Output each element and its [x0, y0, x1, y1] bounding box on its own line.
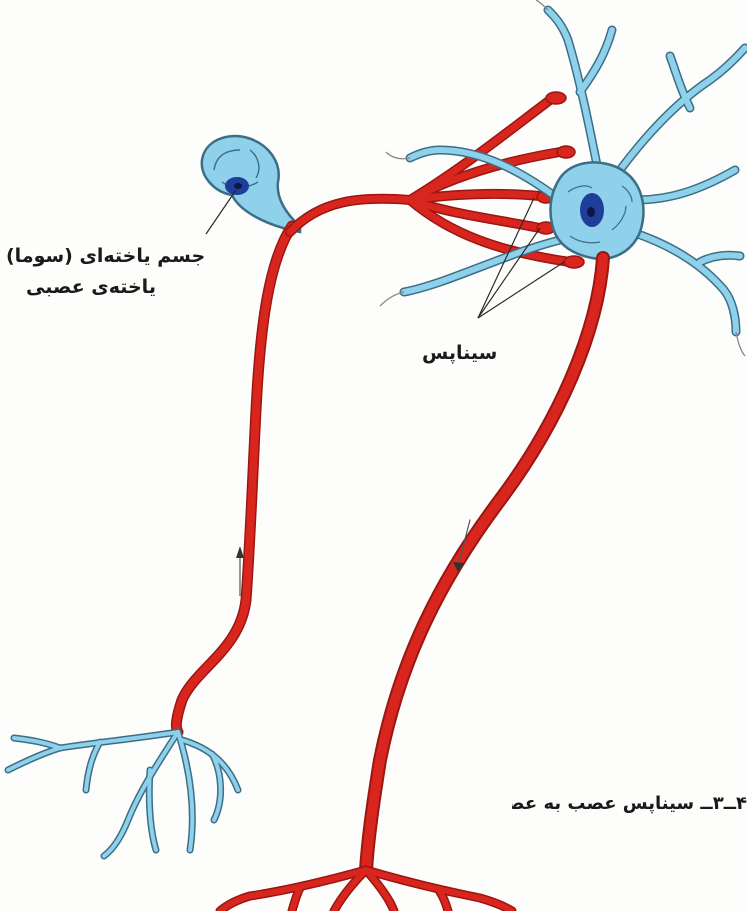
neuron-cell-label: یاخته‌ی عصبی: [26, 276, 156, 298]
soma-label: جسم یاخته‌ای (سوما): [6, 245, 205, 267]
synapse-label: سیناپس: [422, 342, 497, 364]
synaptic-bouton: [546, 92, 566, 104]
synaptic-bouton: [564, 256, 584, 268]
figure-caption: ۴ــ۳ــ سیناپس عصب به عصب: [512, 793, 747, 814]
soma-leader-line: [206, 190, 236, 234]
left-axon: [176, 226, 292, 732]
synaptic-bouton: [557, 146, 575, 158]
left-dendrite-tree: [8, 732, 238, 856]
postsynaptic-neuron: [380, 0, 745, 356]
